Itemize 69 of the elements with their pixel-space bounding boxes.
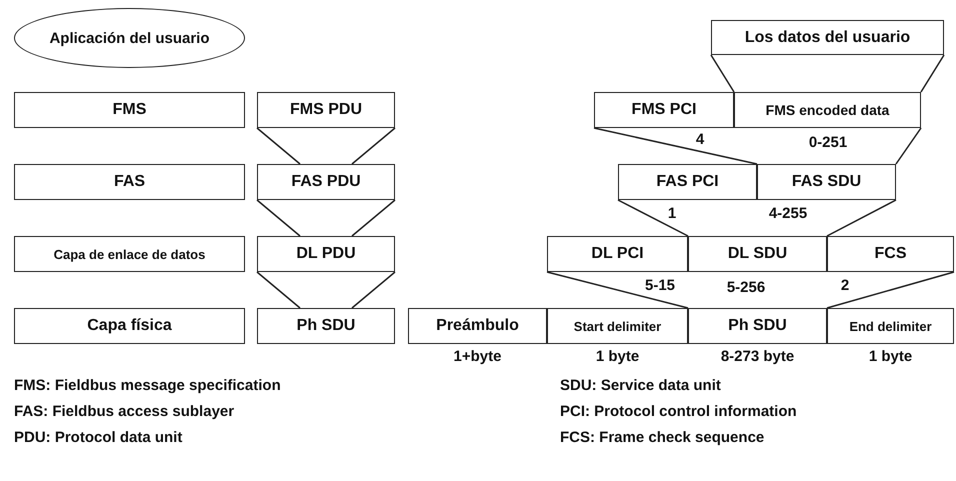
layer-box [827, 308, 954, 344]
size-label: 5-256 [726, 279, 766, 296]
byte-size-label: 1 byte [868, 348, 914, 365]
layer-box [688, 236, 827, 272]
layer-box [688, 308, 827, 344]
abbreviation-note: FAS: Fieldbus access sublayer [14, 403, 234, 420]
node-label: FAS PDU [291, 173, 361, 191]
node-label: Aplicación del usuario [49, 30, 210, 46]
encapsulation-line [826, 271, 954, 309]
layer-box [257, 236, 395, 272]
layer-box [734, 92, 921, 128]
byte-size-label: 8-273 byte [720, 348, 796, 365]
encapsulation-line [826, 199, 896, 237]
layer-ellipse [14, 8, 245, 68]
node-label: Preámbulo [436, 317, 519, 335]
abbreviation-note: FMS: Fieldbus message specification [14, 377, 281, 394]
node-label: DL PDU [296, 245, 356, 263]
encapsulation-line [895, 128, 922, 164]
encapsulation-line [546, 271, 688, 309]
abbreviation-note: FCS: Frame check sequence [560, 429, 764, 446]
node-label: Capa de enlace de datos [54, 246, 206, 262]
layer-box [618, 164, 757, 200]
node-label: FMS PCI [632, 101, 696, 119]
layer-box [711, 20, 944, 55]
layer-box [594, 92, 734, 128]
byte-size-label: 1 byte [594, 348, 640, 365]
layer-box [257, 164, 395, 200]
node-label: FMS PDU [290, 101, 362, 119]
node-label: End delimiter [849, 318, 932, 334]
node-label: Capa física [87, 317, 172, 335]
node-label: Ph SDU [296, 317, 356, 335]
node-label: FAS SDU [792, 173, 862, 191]
encapsulation-line [710, 54, 945, 93]
node-label: FMS [112, 101, 146, 119]
encapsulation-line [256, 271, 396, 309]
encapsulation-line [618, 199, 688, 237]
layer-box [547, 308, 688, 344]
node-label: Los datos del usuario [744, 28, 910, 46]
node-label: Ph SDU [728, 317, 787, 335]
layer-box [408, 308, 547, 344]
node-label: DL PCI [591, 245, 644, 263]
abbreviation-note: PDU: Protocol data unit [14, 429, 182, 446]
size-label: 2 [840, 277, 850, 294]
byte-size-label: 1+byte [452, 348, 502, 365]
layer-box [14, 236, 245, 272]
layer-box [14, 308, 245, 344]
node-label: FCS [874, 245, 906, 263]
abbreviation-note: PCI: Protocol control information [560, 403, 797, 420]
size-label: 4-255 [768, 205, 808, 222]
size-label: 4 [694, 131, 706, 148]
layer-box [757, 164, 896, 200]
encapsulation-line [594, 127, 758, 165]
encapsulation-line [256, 127, 396, 165]
size-label: 0-251 [808, 134, 848, 151]
layer-box [257, 308, 395, 344]
encapsulation-line [256, 199, 396, 237]
layer-box [547, 236, 688, 272]
layer-box [14, 92, 245, 128]
layer-box [14, 164, 245, 200]
abbreviation-note: SDU: Service data unit [560, 377, 721, 394]
size-label: 5-15 [644, 277, 676, 294]
node-label: FMS encoded data [766, 102, 890, 118]
node-label: Start delimiter [574, 318, 662, 334]
node-label: FAS PCI [656, 173, 719, 191]
node-label: FAS [114, 173, 146, 191]
size-label: 1 [666, 205, 678, 222]
node-label: DL SDU [728, 245, 788, 263]
layer-box [257, 92, 395, 128]
layer-box [827, 236, 954, 272]
